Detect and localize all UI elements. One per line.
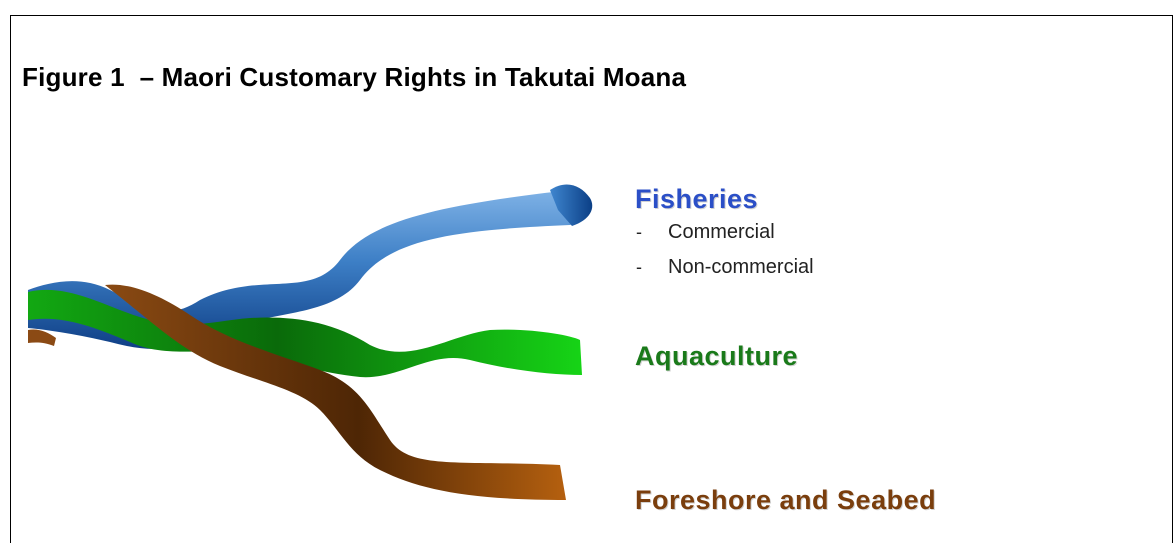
fisheries-sub-item-commercial: - Commercial [636, 221, 775, 244]
fisheries-sub-item-noncommercial: - Non-commercial [636, 256, 814, 279]
bullet: - [636, 257, 642, 278]
foreshore-label: Foreshore and Seabed [635, 485, 936, 516]
fisheries-label: Fisheries [635, 184, 758, 215]
aquaculture-label: Aquaculture [635, 341, 798, 372]
sub-item-label: Commercial [668, 221, 775, 244]
rope-diagram [10, 170, 610, 530]
bullet: - [636, 222, 642, 243]
sub-item-label: Non-commercial [668, 256, 814, 279]
figure-title: Figure 1 – Maori Customary Rights in Tak… [22, 62, 686, 93]
foreshore-strand [105, 285, 566, 500]
